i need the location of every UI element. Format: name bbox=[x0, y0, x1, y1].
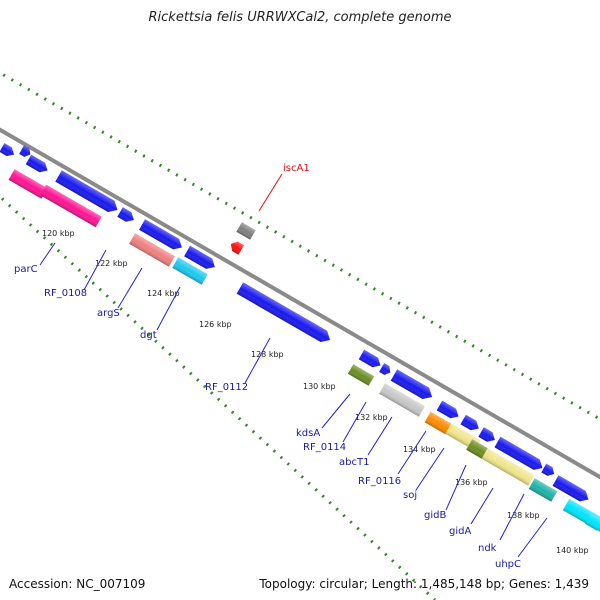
gene-shading-1 bbox=[19, 145, 31, 157]
inner-tick-ring bbox=[0, 194, 437, 600]
accession-text: Accession: NC_007109 bbox=[9, 577, 146, 591]
gene-label-leader-6 bbox=[321, 393, 351, 429]
tick-label-8: 136 kbp bbox=[455, 478, 488, 487]
gene-shading-5 bbox=[40, 184, 102, 228]
gene-label-leader-14 bbox=[517, 517, 548, 558]
gene-label-14: uhpC bbox=[495, 559, 521, 570]
gene-label-leader-10 bbox=[415, 447, 445, 491]
gene-label-2: RF_0108 bbox=[44, 288, 87, 299]
tick-label-7: 134 kbp bbox=[403, 445, 436, 454]
gene-label-leader-5 bbox=[244, 337, 271, 384]
gene-shading-4 bbox=[8, 169, 48, 199]
gene-shading-15 bbox=[379, 363, 391, 375]
gene-shading-8 bbox=[184, 245, 215, 269]
gene-shading-12 bbox=[230, 241, 244, 255]
gene-label-leader-2 bbox=[83, 249, 107, 291]
tick-label-3: 126 kbp bbox=[199, 320, 232, 329]
gene-label-leader-0 bbox=[258, 173, 283, 212]
gene-shading-28 bbox=[481, 448, 535, 486]
gene-label-9: RF_0116 bbox=[358, 476, 401, 487]
gene-label-0: iscA1 bbox=[283, 163, 310, 174]
genome-backbone bbox=[0, 127, 600, 480]
gene-shading-9 bbox=[129, 233, 175, 267]
gene-label-6: kdsA bbox=[296, 428, 320, 439]
gene-label-10: soj bbox=[403, 490, 417, 501]
tick-label-0: 120 kbp bbox=[42, 229, 75, 238]
gene-shading-22 bbox=[494, 436, 543, 470]
outer-tick-ring bbox=[0, 71, 600, 421]
gene-shading-24 bbox=[552, 475, 589, 502]
gene-shading-3 bbox=[55, 170, 118, 213]
tick-label-6: 132 kbp bbox=[355, 413, 388, 422]
gene-shading-16 bbox=[390, 369, 433, 400]
tick-label-9: 138 kbp bbox=[507, 511, 540, 520]
gene-shading-0 bbox=[0, 143, 15, 157]
gene-shading-23 bbox=[541, 463, 555, 476]
gene-label-4: dgt bbox=[140, 330, 157, 341]
tick-label-1: 122 kbp bbox=[95, 259, 128, 268]
gene-label-leader-12 bbox=[470, 487, 494, 525]
gene-label-13: ndk bbox=[478, 543, 497, 554]
gene-label-leader-9 bbox=[397, 430, 427, 475]
gene-shading-21 bbox=[478, 427, 495, 442]
gene-shading-29 bbox=[528, 478, 558, 502]
map-title: Rickettsia felis URRWXCal2, complete gen… bbox=[148, 10, 452, 25]
gene-shading-13 bbox=[236, 282, 331, 343]
tick-label-4: 128 kbp bbox=[251, 350, 284, 359]
gene-shading-17 bbox=[347, 364, 375, 386]
gene-label-11: gidB bbox=[424, 510, 446, 521]
tick-label-2: 124 kbp bbox=[147, 289, 180, 298]
gene-shading-19 bbox=[436, 400, 459, 419]
gene-shading-14 bbox=[358, 349, 381, 368]
gene-label-7: RF_0114 bbox=[303, 442, 346, 453]
topology-text: Topology: circular; Length: 1,485,148 bp… bbox=[259, 577, 589, 591]
gene-label-leader-7 bbox=[342, 401, 367, 443]
gene-shading-27 bbox=[466, 439, 488, 459]
gene-shading-10 bbox=[172, 257, 208, 285]
gene-label-8: abcT1 bbox=[339, 457, 369, 468]
gene-shading-31 bbox=[584, 513, 600, 531]
gene-shading-7 bbox=[139, 219, 182, 250]
gene-label-leader-3 bbox=[117, 267, 143, 309]
tick-label-5: 130 kbp bbox=[303, 382, 336, 391]
gene-shading-2 bbox=[25, 154, 48, 173]
gene-label-leader-4 bbox=[156, 286, 181, 331]
gene-label-5: RF_0112 bbox=[205, 382, 248, 393]
gene-shading-20 bbox=[460, 414, 479, 431]
gene-label-leader-8 bbox=[367, 416, 393, 456]
gene-shading-11 bbox=[236, 222, 256, 240]
gene-label-12: gidA bbox=[449, 526, 471, 537]
gene-label-leader-1 bbox=[39, 242, 56, 266]
gene-shading-18 bbox=[379, 383, 425, 417]
tick-label-10: 140 kbp bbox=[556, 546, 589, 555]
gene-label-leader-13 bbox=[499, 493, 525, 541]
gene-shading-6 bbox=[117, 207, 134, 222]
gene-label-leader-11 bbox=[445, 464, 467, 511]
gene-label-1: parC bbox=[14, 264, 38, 275]
gene-shading-25 bbox=[424, 411, 452, 435]
gene-label-3: argS bbox=[97, 308, 120, 319]
